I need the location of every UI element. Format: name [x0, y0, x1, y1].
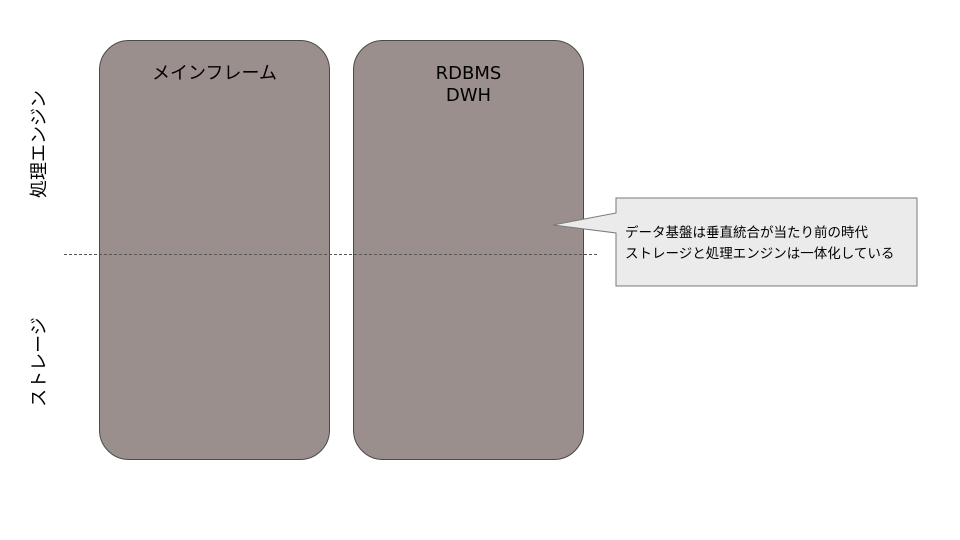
axis-label-storage: ストレージ — [29, 317, 50, 407]
column-rdbms-dwh: RDBMS DWH — [353, 40, 584, 460]
axis-label-processing-engine: 処理エンジン — [29, 90, 50, 198]
callout-bubble — [552, 197, 918, 287]
column-mainframe: メインフレーム — [99, 40, 330, 460]
layer-divider-line — [64, 254, 597, 255]
callout-shape — [552, 197, 918, 287]
callout-text: データ基盤は垂直統合が当たり前の時代 ストレージと処理エンジンは一体化している — [625, 225, 895, 262]
